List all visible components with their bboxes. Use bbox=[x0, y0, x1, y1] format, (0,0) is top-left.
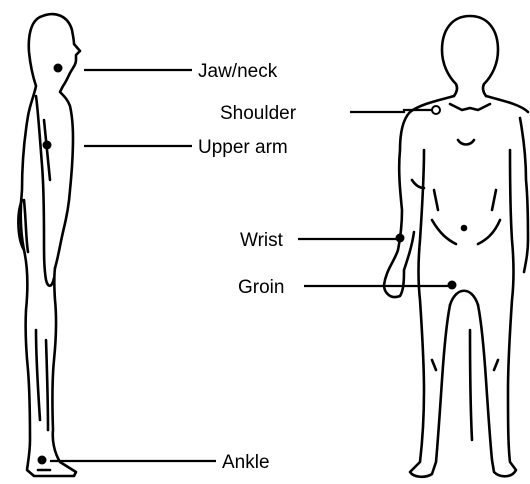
front-chest-details bbox=[412, 104, 500, 244]
label-jaw-neck: Jaw/neck bbox=[198, 61, 278, 82]
shoulder-leader bbox=[350, 110, 432, 112]
front-right-arm-outline bbox=[520, 118, 528, 272]
labels: Jaw/neck Upper arm Ankle Shoulder Wrist … bbox=[198, 61, 297, 473]
front-navel bbox=[462, 226, 466, 230]
front-crotch-outline bbox=[450, 291, 478, 305]
side-view-figure bbox=[18, 14, 80, 476]
front-head-outline bbox=[442, 16, 498, 96]
wrist-pulse-dot bbox=[396, 234, 405, 243]
label-upper-arm: Upper arm bbox=[198, 137, 288, 158]
label-shoulder: Shoulder bbox=[220, 103, 297, 124]
front-view-figure bbox=[384, 16, 528, 477]
shoulder-pulse-dot bbox=[432, 106, 440, 114]
upper-arm-pulse-dot bbox=[43, 141, 52, 150]
jaw-neck-pulse-dot bbox=[54, 64, 63, 73]
groin-pulse-dot bbox=[448, 281, 457, 290]
leader-lines bbox=[50, 70, 448, 461]
front-torso-outline-right bbox=[486, 96, 528, 112]
label-ankle: Ankle bbox=[222, 452, 270, 473]
label-wrist: Wrist bbox=[240, 230, 284, 251]
front-torso-inner-right bbox=[478, 150, 516, 476]
ankle-pulse-dot bbox=[38, 456, 47, 465]
label-groin: Groin bbox=[238, 277, 284, 298]
front-torso-inner-left bbox=[410, 150, 450, 477]
